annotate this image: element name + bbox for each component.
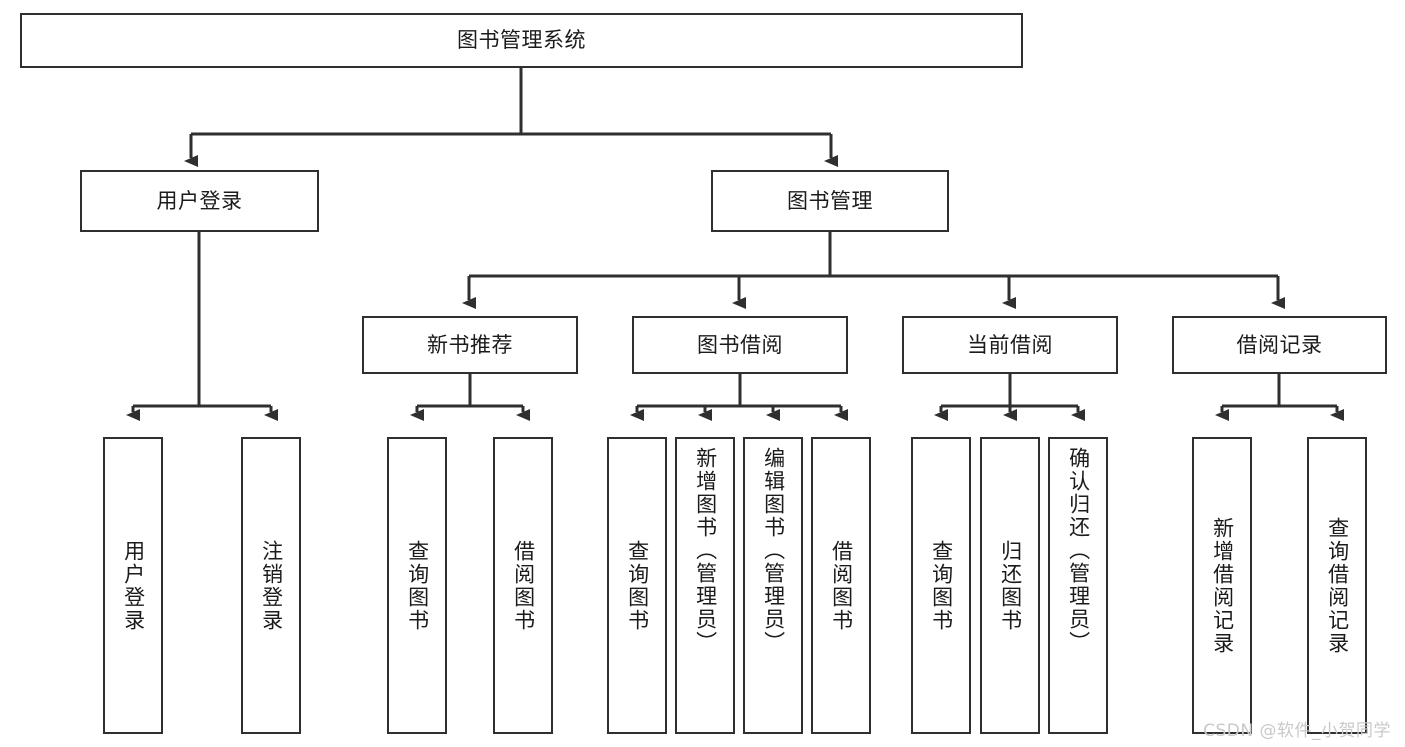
node-book-borrow-label: 图书借阅 [697,332,783,357]
node-leaf-borrow-book-1-label: 借阅图书 [511,539,536,632]
node-root[interactable]: 图书管理系统 [20,13,1023,68]
node-borrow-record-label: 借阅记录 [1236,332,1323,357]
node-leaf-add-book-admin[interactable]: 新增图书（管理员） [675,437,735,734]
node-leaf-user-login-label: 用户登录 [121,539,146,632]
node-book-manage[interactable]: 图书管理 [711,170,949,232]
node-borrow-record[interactable]: 借阅记录 [1172,316,1387,374]
node-current-borrow[interactable]: 当前借阅 [902,316,1118,374]
node-leaf-return-book-label: 归还图书 [998,539,1023,632]
node-leaf-query-book-3[interactable]: 查询图书 [911,437,971,734]
node-leaf-logout-login-label: 注销登录 [259,539,284,632]
node-book-manage-label: 图书管理 [787,188,873,213]
node-leaf-borrow-book-1[interactable]: 借阅图书 [493,437,553,734]
csdn-watermark: CSDN @软件_小贺同学 [1203,721,1391,741]
node-leaf-borrow-book-2[interactable]: 借阅图书 [811,437,871,734]
node-leaf-add-book-admin-label: 新增图书（管理员） [693,447,718,654]
node-leaf-add-borrow-record[interactable]: 新增借阅记录 [1192,437,1252,734]
node-leaf-query-borrow-record[interactable]: 查询借阅记录 [1307,437,1367,734]
node-user-login-label: 用户登录 [156,188,243,213]
node-leaf-user-login[interactable]: 用户登录 [103,437,163,734]
node-leaf-borrow-book-2-label: 借阅图书 [829,539,854,632]
node-leaf-edit-book-admin[interactable]: 编辑图书（管理员） [743,437,803,734]
node-user-login[interactable]: 用户登录 [80,170,319,232]
node-leaf-edit-book-admin-label: 编辑图书（管理员） [761,447,786,654]
node-root-label: 图书管理系统 [457,28,586,53]
node-leaf-return-book[interactable]: 归还图书 [980,437,1040,734]
node-new-book-recommend-label: 新书推荐 [427,332,513,357]
node-new-book-recommend[interactable]: 新书推荐 [362,316,578,374]
node-leaf-logout-login[interactable]: 注销登录 [241,437,301,734]
node-current-borrow-label: 当前借阅 [967,332,1053,357]
node-leaf-query-book-2-label: 查询图书 [625,539,650,632]
node-leaf-query-book-1-label: 查询图书 [405,539,430,632]
node-book-borrow[interactable]: 图书借阅 [632,316,848,374]
node-leaf-query-borrow-record-label: 查询借阅记录 [1325,516,1350,655]
node-leaf-query-book-1[interactable]: 查询图书 [387,437,447,734]
node-leaf-confirm-return-admin-label: 确认归还（管理员） [1066,447,1091,654]
node-leaf-query-book-3-label: 查询图书 [929,539,954,632]
node-leaf-query-book-2[interactable]: 查询图书 [607,437,667,734]
node-leaf-add-borrow-record-label: 新增借阅记录 [1210,516,1235,655]
node-leaf-confirm-return-admin[interactable]: 确认归还（管理员） [1048,437,1108,734]
